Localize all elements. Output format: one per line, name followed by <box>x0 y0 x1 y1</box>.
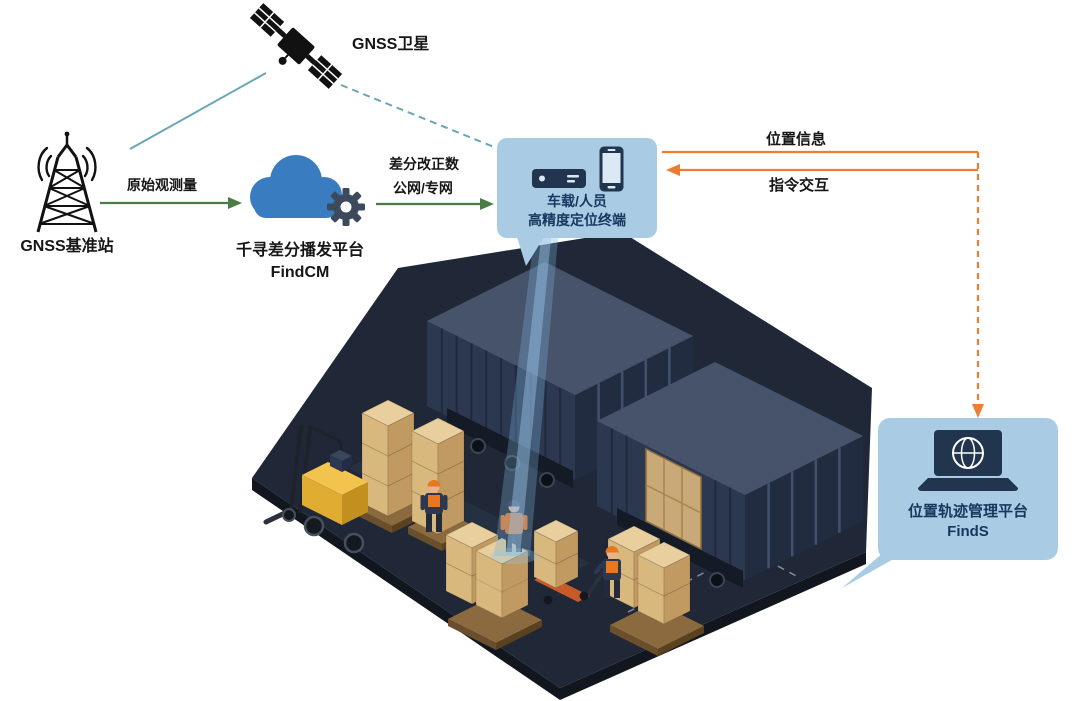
base-station-tower-icon <box>36 131 98 233</box>
terminal-label-line2: 高精度定位终端 <box>528 211 626 228</box>
raw-observation-label: 原始观测量 <box>127 177 197 193</box>
crate-stacks <box>358 399 704 656</box>
satellite-label: GNSS卫星 <box>352 36 430 53</box>
worker-icon <box>500 500 528 552</box>
finds-panel: 位置轨迹管理平台 FindS <box>878 418 1058 560</box>
terminal-label-line1: 车载/人员 <box>547 193 607 209</box>
finds-label-line2: FindS <box>947 523 989 541</box>
correction-label-line2: 公网/专网 <box>393 180 453 196</box>
vehicle-terminal-icon <box>531 169 586 188</box>
terminal-panel: 车载/人员 高精度定位终端 <box>497 138 657 238</box>
forklift-icon <box>263 424 368 554</box>
laptop-globe-icon <box>918 430 1018 491</box>
command-label: 指令交互 <box>769 177 830 194</box>
satellite-to-station-line <box>129 72 267 150</box>
container-right <box>597 362 863 588</box>
terminal-callout-tail <box>516 234 546 266</box>
arrow-raw-observation <box>100 197 242 209</box>
worker-icon <box>593 546 621 598</box>
arrow-position-info <box>662 150 984 418</box>
satellite-to-terminal-line <box>340 84 495 148</box>
warehouse-scene <box>252 232 872 700</box>
worker-icon <box>420 480 448 532</box>
arrow-correction <box>376 198 494 210</box>
finds-label-line1: 位置轨迹管理平台 <box>907 503 1028 520</box>
correction-label-line1: 差分改正数 <box>389 156 459 172</box>
cloud-platform-name: FindCM <box>270 264 330 281</box>
position-info-label: 位置信息 <box>766 131 827 148</box>
base-station-label: GNSS基准站 <box>20 238 114 255</box>
smartphone-icon <box>599 146 623 192</box>
terminal-icons <box>531 146 624 192</box>
arrow-command <box>666 164 978 176</box>
gear-icon <box>327 188 365 226</box>
satellite-icon <box>249 3 343 89</box>
finds-callout-tail <box>842 552 906 588</box>
cloud-platform-label: 千寻差分播发平台 <box>235 242 364 259</box>
positioning-beam <box>490 238 558 564</box>
